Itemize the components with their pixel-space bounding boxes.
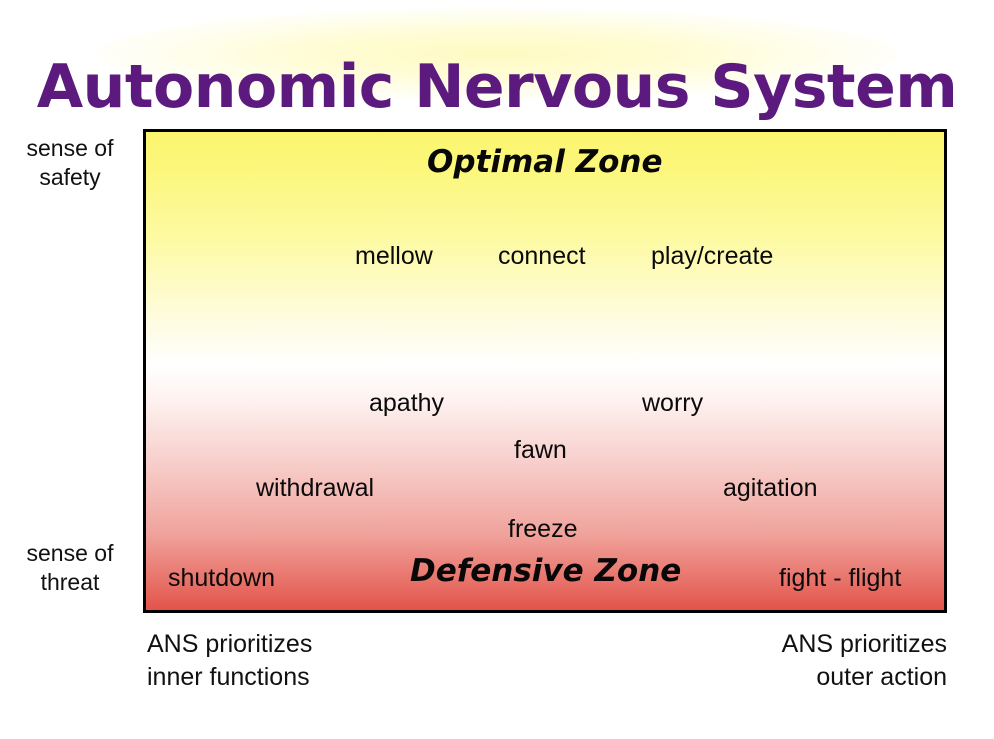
- state-word-apathy: apathy: [369, 389, 445, 417]
- zone-heading-defensive: Defensive Zone: [410, 553, 682, 589]
- state-word-freeze: freeze: [508, 515, 578, 543]
- state-word-withdrawal: withdrawal: [256, 474, 375, 502]
- page-title: Autonomic Nervous System: [36, 52, 958, 123]
- axis-label-sense-of-threat: sense of threat: [26, 540, 114, 596]
- state-word-connect: connect: [498, 242, 586, 270]
- state-word-mellow: mellow: [355, 242, 433, 270]
- caption-ans-prioritizes-inner-functions: ANS prioritizes inner functions: [147, 630, 313, 691]
- state-word-fight-flight: fight - flight: [779, 564, 902, 592]
- state-word-play-create: play/create: [651, 242, 774, 270]
- state-word-fawn: fawn: [514, 436, 567, 464]
- autonomic-zone-gradient-box: Optimal Zone Defensive Zone mellow connec…: [143, 129, 947, 613]
- state-word-worry: worry: [642, 389, 704, 417]
- state-word-shutdown: shutdown: [168, 564, 276, 592]
- caption-ans-prioritizes-outer-action: ANS prioritizes outer action: [781, 630, 947, 691]
- axis-label-sense-of-safety: sense of safety: [26, 135, 114, 191]
- zone-heading-optimal: Optimal Zone: [427, 144, 663, 180]
- state-word-agitation: agitation: [723, 474, 818, 502]
